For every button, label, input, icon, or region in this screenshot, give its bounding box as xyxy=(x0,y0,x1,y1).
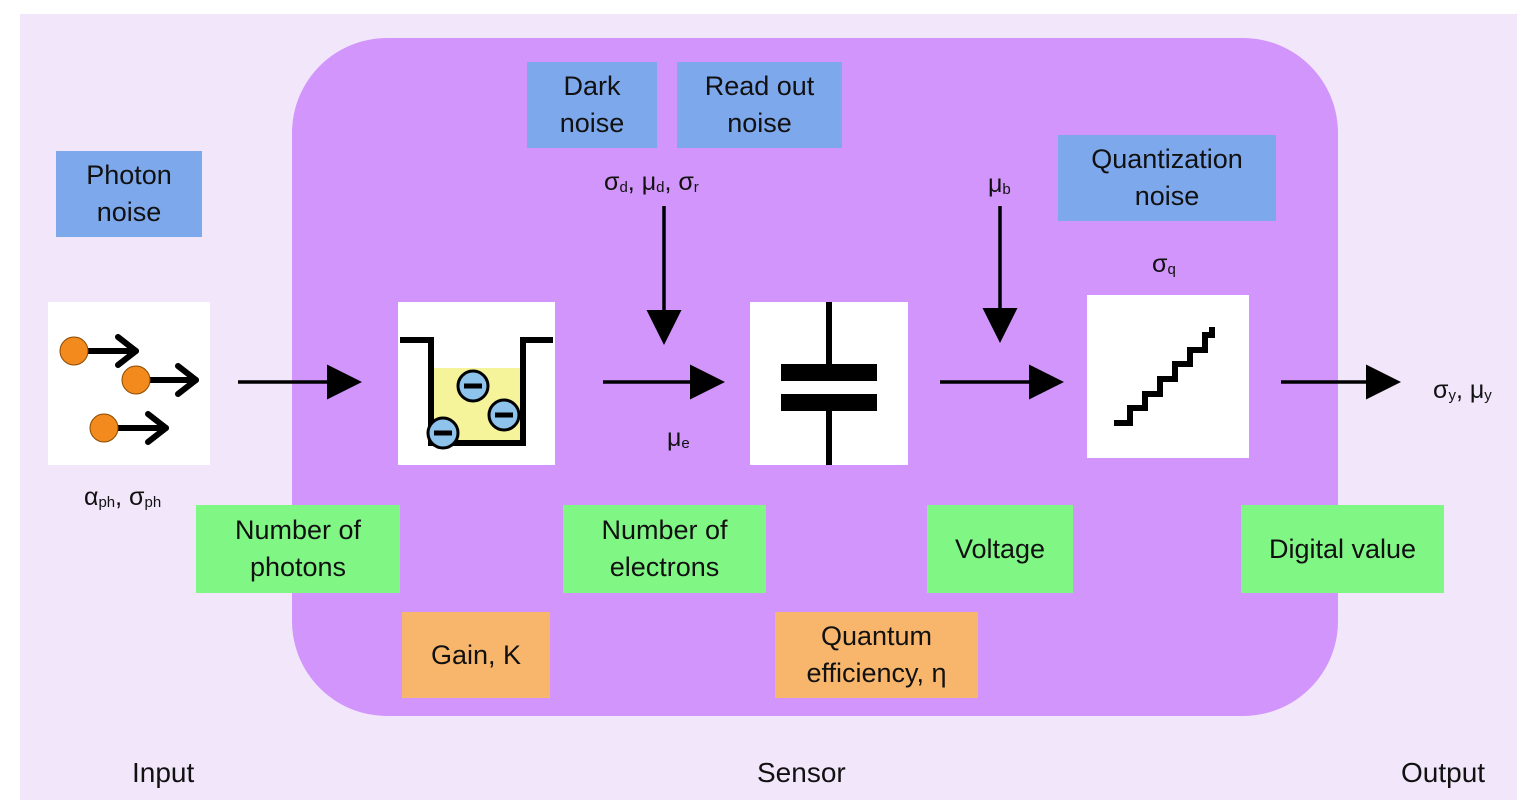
potential-well-icon xyxy=(400,337,553,450)
capacitor-icon xyxy=(781,302,877,465)
voltage-box: Voltage xyxy=(927,505,1073,593)
input-symbols: αph, σph xyxy=(84,483,162,511)
pixel-well-tile xyxy=(398,302,555,465)
photons-tile xyxy=(48,302,210,465)
electron-mean-symbol: μe xyxy=(667,424,690,452)
dark-read-symbols: σd, μd, σr xyxy=(604,168,699,196)
staircase-icon xyxy=(1114,327,1215,426)
photon-noise-box: Photon noise xyxy=(56,151,202,237)
dark-noise-box: Dark noise xyxy=(527,62,657,148)
digital-value-box: Digital value xyxy=(1241,505,1444,593)
quantum-efficiency-box: Quantum efficiency, η xyxy=(775,612,978,698)
quantization-sigma-symbol: σq xyxy=(1152,250,1176,278)
quantization-noise-box: Quantization noise xyxy=(1058,135,1276,221)
sensor-label: Sensor xyxy=(757,757,846,788)
number-of-photons-box: Number of photons xyxy=(196,505,400,593)
bias-mean-symbol: μb xyxy=(988,170,1011,198)
photon-arrows-icon xyxy=(59,334,199,445)
input-label: Input xyxy=(132,757,195,788)
number-of-electrons-box: Number of electrons xyxy=(563,505,766,593)
output-label: Output xyxy=(1401,757,1486,788)
gain-box: Gain, K xyxy=(402,612,550,698)
adc-tile xyxy=(1087,295,1249,458)
readout-noise-box: Read out noise xyxy=(677,62,842,148)
capacitor-tile xyxy=(750,302,908,465)
output-symbols: σy, μy xyxy=(1433,376,1492,404)
